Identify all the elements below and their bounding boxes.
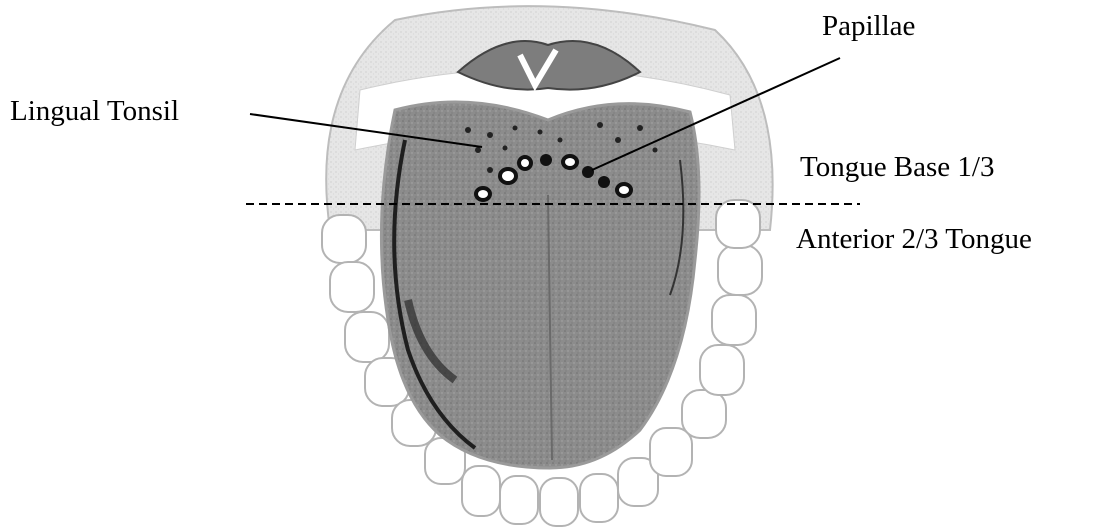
label-anterior-tongue: Anterior 2/3 Tongue <box>796 225 1032 254</box>
label-papillae: Papillae <box>822 12 915 41</box>
tongue <box>381 102 699 468</box>
label-tongue-base: Tongue Base 1/3 <box>800 153 995 182</box>
label-lingual-tonsil: Lingual Tonsil <box>10 97 179 126</box>
